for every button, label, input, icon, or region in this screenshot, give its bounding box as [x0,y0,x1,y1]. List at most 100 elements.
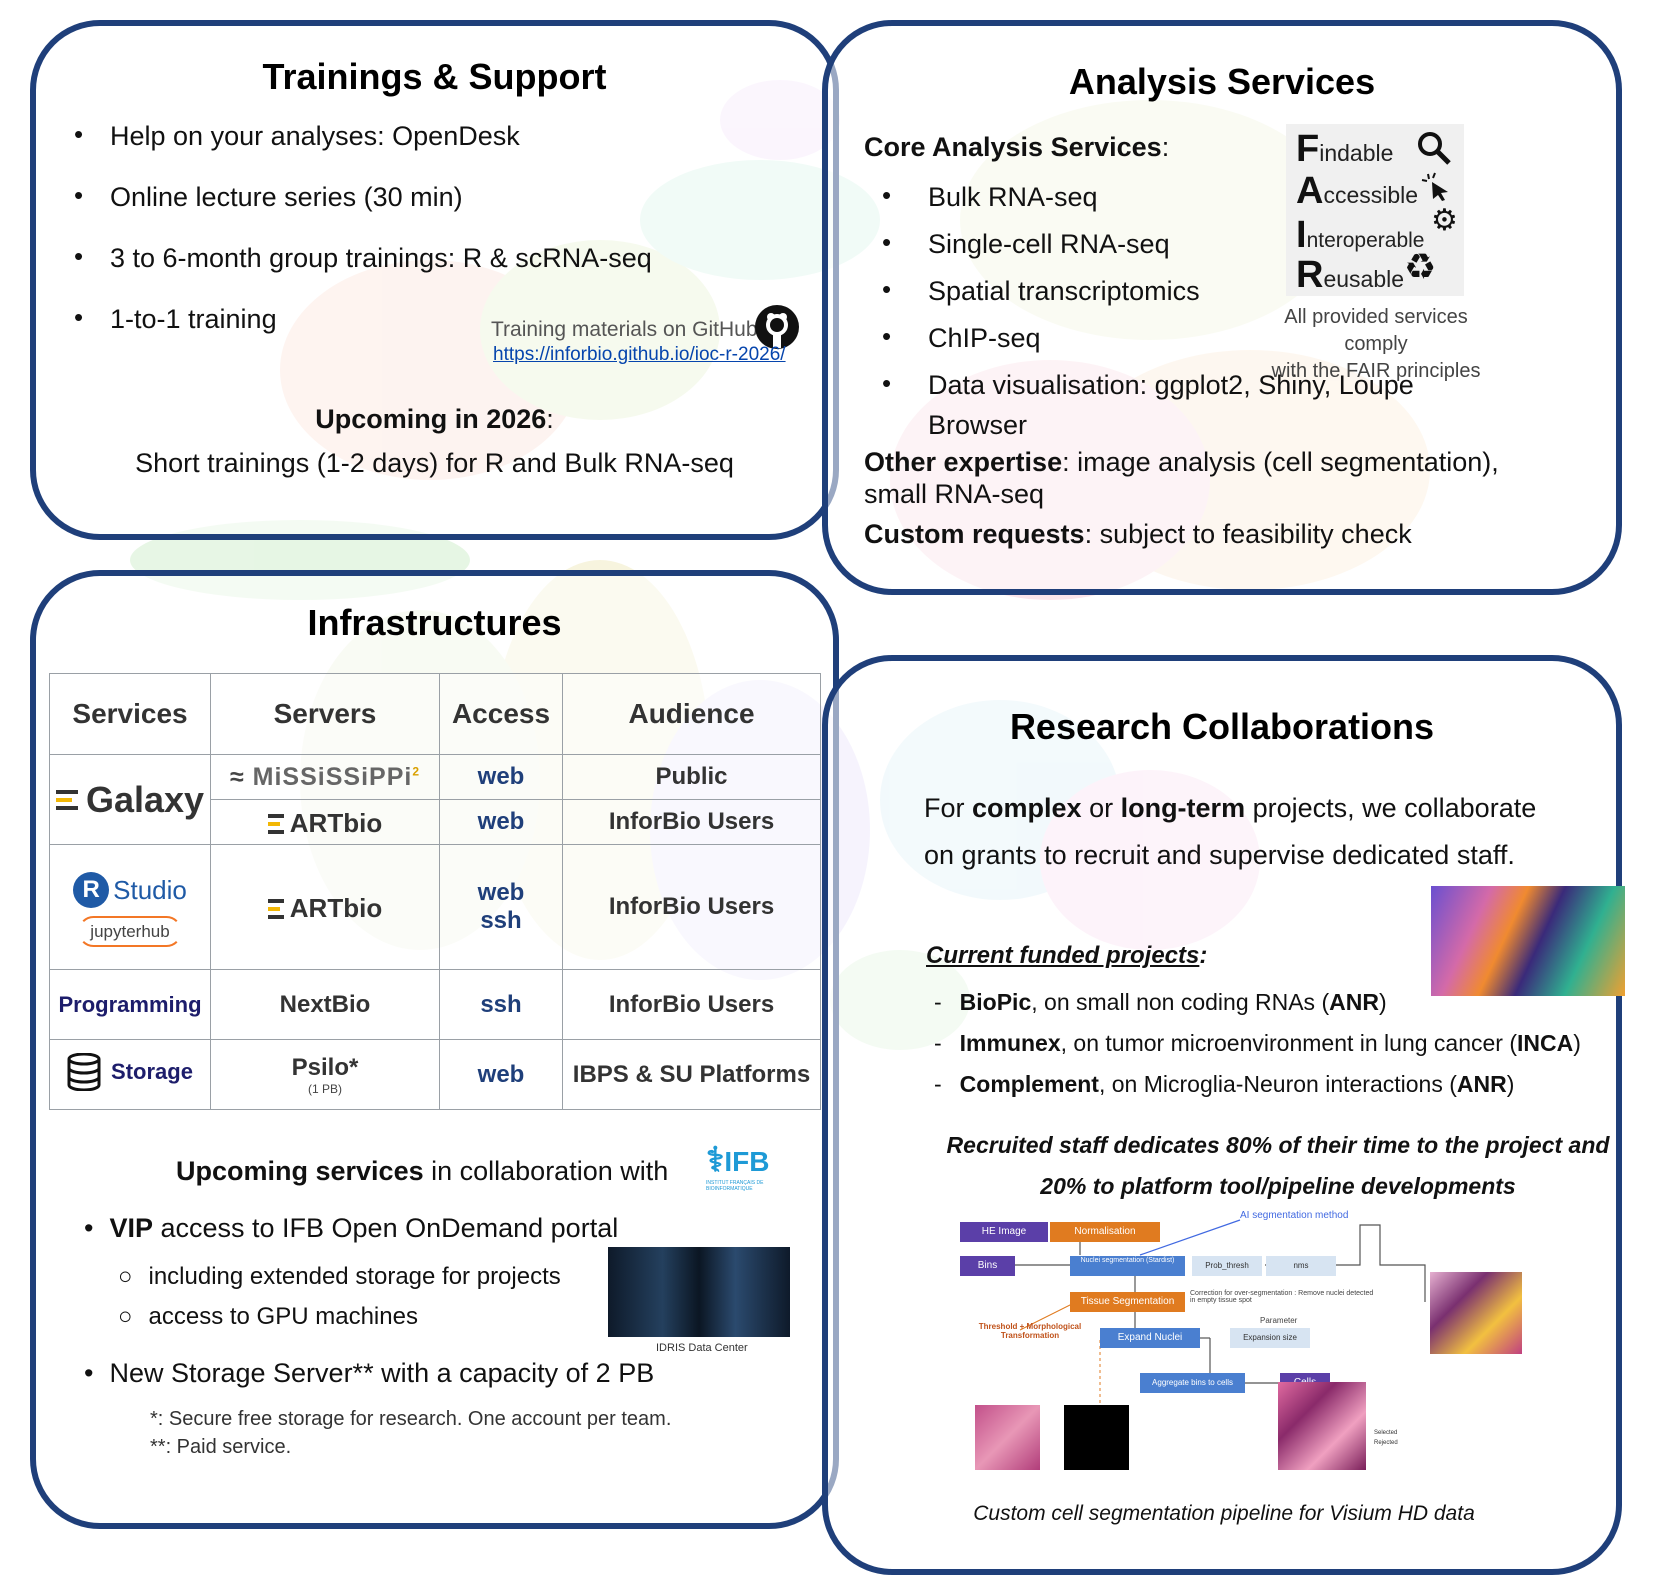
access-web: web [477,879,525,906]
trainings-panel: Trainings & Support Help on your analyse… [30,20,839,540]
flow-he-image: HE Image [960,1222,1048,1242]
other-text2: small RNA-seq [864,479,1045,509]
flow-correction: Correction for over-segmentation : Remov… [1190,1290,1374,1304]
paren: ) [1573,1030,1581,1056]
table-header-row: Services Servers Access Audience [49,673,821,755]
table-row: Storage Psilo* (1 PB) web IBPS & SU Plat… [49,1039,821,1110]
fair-initial: I [1296,214,1307,256]
intro-bold: complex [972,793,1082,823]
research-panel: Research Collaborations [822,655,1622,1575]
bullet: • [84,1358,94,1388]
intro-text: on grants to recruit and supervise dedic… [924,840,1515,870]
server-capacity: (1 PB) [307,1081,342,1096]
paren: ) [1378,989,1387,1015]
artbio-cell: ARTbio [210,799,440,845]
audience-cell: InforBio Users [562,799,821,845]
wave-icon: ≈ [229,762,253,791]
server-cell: Psilo* (1 PB) [210,1039,440,1110]
cells-result-image [1278,1382,1366,1470]
other-expertise: Other expertise: image analysis (cell se… [864,446,1584,510]
ifb-sub: INSTITUT FRANÇAIS DE BIOINFORMATIQUE [706,1180,764,1192]
server-cell: NextBio [210,969,440,1040]
intro-text: projects, we collaborate [1245,793,1537,823]
flow-nuclei-seg: Nuclei segmentation (Stardist) [1070,1256,1185,1276]
sub-item-text: access to GPU machines [148,1303,418,1330]
mississippi-label: MiSSiSSiPPi [252,762,413,791]
upcoming-text: Short trainings (1-2 days) for R and Bul… [135,448,734,478]
ifb-mark-icon: ⚕ [706,1141,725,1179]
project-name: Immunex [959,1030,1061,1056]
access-cell: web [439,799,563,845]
list-item: ○access to GPU machines [118,1297,561,1337]
core-heading-text: Core Analysis Services [864,132,1162,162]
flow-aggregate: Aggregate bins to cells [1140,1373,1245,1393]
storage-logo: Storage [67,1053,193,1091]
audience-cell: InforBio Users [562,844,821,970]
trainings-title: Trainings & Support [262,56,607,97]
zoom-image [1430,1272,1522,1354]
storage-item-text: New Storage Server** with a capacity of … [109,1358,655,1388]
artbio-cell: ARTbio [210,844,440,970]
list-item: 1-to-1 training [74,302,774,365]
fair-interoperable: Interoperable [1296,214,1424,257]
col-access: Access [439,673,563,755]
custom-requests: Custom requests: subject to feasibility … [864,519,1412,550]
flow-ai-method: AI segmentation method [1240,1210,1349,1221]
artbio-label: ARTbio [289,808,383,839]
galaxy-bars-icon [55,788,78,812]
artbio-bars-icon [267,897,284,921]
access-ssh: ssh [480,907,522,934]
core-list: Bulk RNA-seq Single-cell RNA-seq Spatial… [882,180,1442,408]
footnote: **: Paid service. [150,1436,292,1458]
dash: - [934,1030,942,1056]
magnifier-icon [1418,132,1451,165]
staff-line: Recruited staff dedicates 80% of their t… [946,1132,1610,1158]
vip-rest: access to IFB Open OnDemand portal [152,1213,619,1243]
programming-cell: Programming [49,969,211,1040]
fair-caption-line: All provided services comply [1284,306,1468,355]
fair-initial: R [1296,254,1324,296]
github-label: Training materials on GitHub [491,318,758,341]
project-desc: , on small non coding RNAs ( [1031,989,1330,1015]
project-name: Complement [959,1071,1099,1097]
flow-expansion-size: Expansion size [1230,1328,1310,1348]
mississippi-cell: ≈ MiSSiSSiPPi2 [210,754,440,800]
tissue-image-1 [1431,886,1625,996]
analysis-panel: Analysis Services Core Analysis Services… [822,20,1622,595]
github-link[interactable]: https://inforbio.github.io/ioc-r-2026/ [493,344,786,365]
core-heading: Core Analysis Services: [864,132,1169,163]
flow-bins: Bins [960,1256,1015,1276]
table-row: Programming NextBio ssh InforBio Users [49,969,821,1040]
paren: ) [1506,1071,1515,1097]
colon: : [1199,942,1208,969]
bullet: • [84,1213,94,1243]
colon: : [1161,132,1170,162]
rstudio-r-icon: R [73,872,110,908]
legend-selected: Selected [1374,1430,1398,1436]
vip-item: • VIP access to IFB Open OnDemand portal [84,1213,618,1244]
rstudio-label: Studio [113,874,187,905]
intro-text: For [924,793,973,823]
project-desc: , on tumor microenvironment in lung canc… [1060,1030,1518,1056]
fair-findable: Findable [1296,128,1393,171]
mississippi-logo: ≈ MiSSiSSiPPi2 [230,763,420,791]
intro-bold: long-term [1120,793,1246,823]
jupyterhub-label: jupyterhub [78,916,182,947]
projects-heading-text: Current funded projects [926,942,1200,969]
artbio-label: ARTbio [289,893,383,924]
ifb-logo: ⚕IFB INSTITUT FRANÇAIS DE BIOINFORMATIQU… [706,1140,806,1192]
flow-threshold: Threshold + Morphological Transformation [978,1322,1082,1340]
flow-parameter: Parameter [1260,1316,1298,1325]
analysis-title: Analysis Services [1068,61,1376,102]
rstudio-jupyter-cell: R Studio jupyterhub [49,844,211,970]
artbio-bars-icon [267,812,284,836]
footnotes: *: Secure free storage for research. One… [150,1405,671,1461]
server-name: Psilo* [291,1053,359,1081]
upcoming-services-bold: Upcoming services [176,1156,424,1186]
mississippi-sup: 2 [412,764,421,779]
fair-word: eusable [1323,266,1405,292]
projects-list: -BioPic, on small non coding RNAs (ANR) … [934,982,1581,1105]
list-item: 3 to 6-month group trainings: R & scRNA-… [74,241,774,304]
vip-bold: VIP [109,1213,153,1243]
audience-cell: InforBio Users [562,969,821,1040]
